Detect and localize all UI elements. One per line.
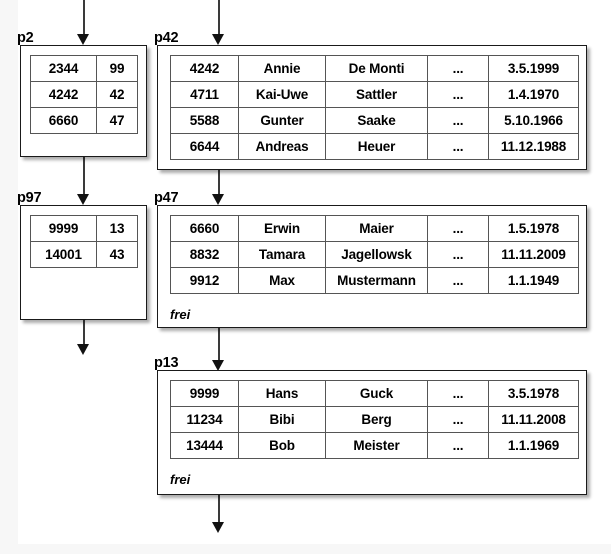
cell-date: 11.11.2009 <box>488 241 579 268</box>
table-row: 9999 13 <box>30 215 138 242</box>
cell-id: 4242 <box>170 55 239 82</box>
cell-firstname: Andreas <box>238 133 326 160</box>
cell-date: 3.5.1978 <box>488 380 579 407</box>
cell-key: 2344 <box>30 55 97 82</box>
cell-ellipsis: ... <box>427 55 489 82</box>
table-row: 2344 99 <box>30 55 138 82</box>
table-row: 8832 Tamara Jagellowsk ... 11.11.2009 <box>170 241 579 268</box>
page-label-p97: p97 <box>17 190 42 206</box>
table-row: 14001 43 <box>30 241 138 268</box>
cell-id: 9912 <box>170 267 239 294</box>
cell-date: 1.4.1970 <box>488 81 579 108</box>
cell-ellipsis: ... <box>427 81 489 108</box>
cell-key: 9999 <box>30 215 97 242</box>
cell-ellipsis: ... <box>427 380 489 407</box>
table-row: 4242 42 <box>30 81 138 108</box>
cell-lastname: Heuer <box>325 133 428 160</box>
cell-lastname: Sattler <box>325 81 428 108</box>
cell-firstname: Tamara <box>238 241 326 268</box>
table-row: 9999 Hans Guck ... 3.5.1978 <box>170 380 579 407</box>
cell-id: 5588 <box>170 107 239 134</box>
free-space-label-p47: frei <box>170 307 191 322</box>
cell-ellipsis: ... <box>427 241 489 268</box>
table-row: 9912 Max Mustermann ... 1.1.1949 <box>170 267 579 294</box>
cell-lastname: Saake <box>325 107 428 134</box>
table-row: 11234 Bibi Berg ... 11.11.2008 <box>170 406 579 433</box>
arrow-p13-out <box>212 495 225 534</box>
arrow-into-p2 <box>77 0 90 46</box>
cell-lastname: Maier <box>325 215 428 242</box>
cell-firstname: Annie <box>238 55 326 82</box>
arrow-p2-to-p97 <box>77 157 90 206</box>
cell-lastname: Jagellowsk <box>325 241 428 268</box>
cell-ellipsis: ... <box>427 406 489 433</box>
free-space-label-p13: frei <box>170 472 191 487</box>
cell-id: 6644 <box>170 133 239 160</box>
cell-date: 5.10.1966 <box>488 107 579 134</box>
cell-lastname: Mustermann <box>325 267 428 294</box>
page-label-p2: p2 <box>17 30 34 46</box>
cell-id: 8832 <box>170 241 239 268</box>
cell-firstname: Kai-Uwe <box>238 81 326 108</box>
arrow-p47-to-p13 <box>212 328 225 372</box>
cell-key: 14001 <box>30 241 97 268</box>
cell-date: 3.5.1999 <box>488 55 579 82</box>
table-row: 4711 Kai-Uwe Sattler ... 1.4.1970 <box>170 81 579 108</box>
cell-ellipsis: ... <box>427 267 489 294</box>
cell-ellipsis: ... <box>427 432 489 459</box>
cell-value: 43 <box>96 241 138 268</box>
cell-id: 6660 <box>170 215 239 242</box>
cell-date: 11.12.1988 <box>488 133 579 160</box>
cell-ellipsis: ... <box>427 215 489 242</box>
record-table-p47: 6660 Erwin Maier ... 1.5.1978 8832 Tamar… <box>170 215 579 294</box>
cell-date: 1.1.1949 <box>488 267 579 294</box>
cell-date: 11.11.2008 <box>488 406 579 433</box>
table-row: 6660 Erwin Maier ... 1.5.1978 <box>170 215 579 242</box>
cell-firstname: Bibi <box>238 406 326 433</box>
arrow-p97-out <box>77 320 90 356</box>
cell-value: 99 <box>96 55 138 82</box>
cell-id: 4711 <box>170 81 239 108</box>
cell-firstname: Erwin <box>238 215 326 242</box>
record-table-p97: 9999 13 14001 43 <box>30 215 138 268</box>
cell-date: 1.1.1969 <box>488 432 579 459</box>
cell-key: 4242 <box>30 81 97 108</box>
record-table-p13: 9999 Hans Guck ... 3.5.1978 11234 Bibi B… <box>170 380 579 459</box>
cell-date: 1.5.1978 <box>488 215 579 242</box>
cell-ellipsis: ... <box>427 133 489 160</box>
table-row: 6660 47 <box>30 107 138 134</box>
page-label-p42: p42 <box>154 30 179 46</box>
cell-value: 47 <box>96 107 138 134</box>
cell-firstname: Bob <box>238 432 326 459</box>
page-label-p47: p47 <box>154 190 179 206</box>
cell-value: 13 <box>96 215 138 242</box>
cell-key: 6660 <box>30 107 97 134</box>
cell-id: 9999 <box>170 380 239 407</box>
cell-ellipsis: ... <box>427 107 489 134</box>
cell-lastname: Guck <box>325 380 428 407</box>
cell-firstname: Max <box>238 267 326 294</box>
table-row: 6644 Andreas Heuer ... 11.12.1988 <box>170 133 579 160</box>
record-table-p2: 2344 99 4242 42 6660 47 <box>30 55 138 134</box>
cell-firstname: Hans <box>238 380 326 407</box>
cell-lastname: De Monti <box>325 55 428 82</box>
table-row: 13444 Bob Meister ... 1.1.1969 <box>170 432 579 459</box>
page-label-p13: p13 <box>154 355 179 371</box>
arrow-p42-to-p47 <box>212 170 225 206</box>
table-row: 5588 Gunter Saake ... 5.10.1966 <box>170 107 579 134</box>
cell-id: 13444 <box>170 432 239 459</box>
table-row: 4242 Annie De Monti ... 3.5.1999 <box>170 55 579 82</box>
record-table-p42: 4242 Annie De Monti ... 3.5.1999 4711 Ka… <box>170 55 579 160</box>
cell-lastname: Meister <box>325 432 428 459</box>
cell-firstname: Gunter <box>238 107 326 134</box>
arrow-into-p42 <box>212 0 225 46</box>
cell-id: 11234 <box>170 406 239 433</box>
cell-value: 42 <box>96 81 138 108</box>
cell-lastname: Berg <box>325 406 428 433</box>
